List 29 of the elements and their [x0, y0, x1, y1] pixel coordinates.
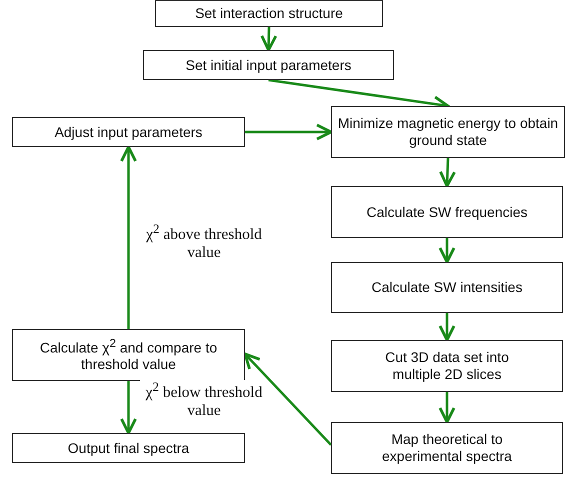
box-text: Set interaction structure: [195, 5, 343, 22]
box-text: Output final spectra: [68, 440, 190, 456]
box-text: Calculate SW intensities: [372, 279, 522, 296]
process-box: [331, 340, 563, 392]
box-text: Adjust input parameters: [54, 124, 202, 140]
arrow: [438, 238, 456, 264]
process-box: [12, 117, 245, 147]
arrow: [439, 158, 456, 188]
process-box: [331, 422, 563, 474]
process-box: [331, 186, 563, 238]
box-text: Minimize magnetic energy to obtain ground state: [336, 115, 560, 149]
process-box: [143, 50, 394, 80]
arrow: [245, 124, 332, 140]
box-text: Calculate SW frequencies: [366, 204, 528, 220]
process-box: [155, 0, 383, 27]
process-box: [12, 329, 245, 381]
process-box: [331, 262, 563, 313]
arrow: [438, 313, 456, 342]
box-text: Set initial input parameters: [186, 56, 352, 74]
box-text: Map theoretical to experimental spectra: [381, 431, 513, 465]
arrow: [120, 381, 137, 434]
arrow: [120, 146, 137, 329]
arrow: [438, 392, 456, 424]
box-text: Calculate χ$^{2}$ and compare to threshold value: [38, 336, 218, 374]
process-box: [12, 433, 245, 463]
box-text: Cut 3D data set into multiple 2D slices: [384, 349, 510, 383]
arrow: [260, 26, 278, 52]
arrow: [244, 352, 332, 446]
process-box: [331, 106, 565, 158]
